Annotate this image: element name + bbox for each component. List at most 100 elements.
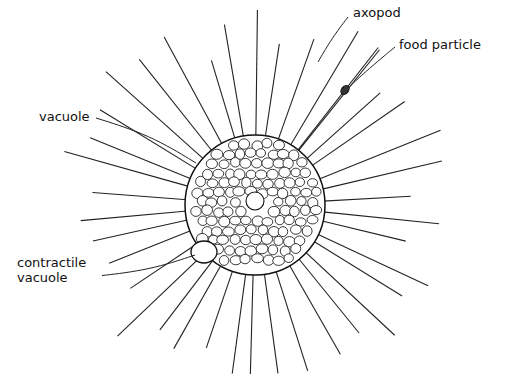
- vacuole-cell: [284, 215, 294, 225]
- axopod-line: [297, 47, 378, 151]
- axopod-line: [224, 25, 243, 138]
- axopod-line: [311, 102, 405, 167]
- vacuole-cell: [268, 245, 278, 255]
- axopod-line: [265, 44, 279, 138]
- axopod-line: [81, 211, 188, 221]
- vacuole-cell: [262, 158, 274, 169]
- vacuole-cell: [284, 254, 293, 263]
- vacuole-cell: [211, 149, 223, 159]
- vacuole-cell: [238, 139, 249, 149]
- food-particle-label: food particle: [398, 38, 482, 53]
- vacuole-cell: [229, 177, 240, 187]
- vacuole-cell: [240, 158, 251, 168]
- axopod-line: [174, 264, 222, 348]
- vacuole-cell: [206, 216, 217, 226]
- axopod-line: [264, 272, 278, 373]
- vacuole-cell: [297, 158, 307, 167]
- vacuole-cell: [273, 256, 285, 265]
- vacuole-cell: [258, 225, 268, 235]
- central-vacuole: [246, 192, 264, 210]
- vacuole-cell: [267, 169, 278, 179]
- vacuole-cell: [241, 235, 251, 244]
- vacuole-cell: [225, 246, 235, 255]
- vacuole-cell: [310, 206, 321, 215]
- vacuole-cell: [262, 138, 272, 148]
- vacuole-cell: [236, 206, 246, 216]
- vacuole-cell: [207, 179, 218, 188]
- vacuole-cell: [301, 205, 311, 215]
- axopod-label: axopod: [352, 6, 402, 21]
- axopod-line: [130, 243, 198, 289]
- vacuole-cell: [223, 207, 233, 217]
- vacuole-cell: [291, 244, 301, 254]
- leader-lines: [96, 17, 395, 276]
- leader-line: [96, 118, 196, 163]
- vacuole-cell: [252, 159, 262, 168]
- vacuole-cell: [291, 168, 301, 177]
- vacuole-cell: [278, 227, 287, 237]
- vacuole-cell: [213, 187, 224, 197]
- vacuole-cell: [246, 225, 256, 234]
- vacuole-cell: [202, 205, 213, 216]
- vacuole-cell: [300, 168, 311, 178]
- vacuole-cell: [206, 159, 217, 169]
- vacuole-cell: [273, 140, 284, 150]
- vacuole-cell: [274, 236, 283, 245]
- vacuole-cell: [284, 178, 295, 188]
- vacuole-cell: [255, 170, 266, 179]
- vacuole-cell: [280, 205, 291, 215]
- vacuole-cell: [256, 149, 266, 158]
- axopod-line: [250, 273, 253, 374]
- vacuole-cell: [231, 158, 241, 168]
- axopod-line: [164, 37, 223, 145]
- vacuole-cell: [235, 225, 246, 235]
- cell-outline: [185, 135, 325, 275]
- vacuole-cell: [196, 176, 206, 186]
- axopod-line: [206, 269, 233, 348]
- axopod-line: [290, 31, 358, 146]
- vacuole-cell: [241, 216, 251, 224]
- leader-line: [350, 47, 395, 86]
- axopod-line: [305, 251, 395, 335]
- vacuole-cell: [261, 234, 272, 244]
- vacuole-cell: [250, 234, 262, 244]
- leader-line: [98, 255, 195, 276]
- axopod-line: [211, 60, 235, 139]
- vacuole-cell: [256, 244, 268, 254]
- axopod-line: [92, 192, 187, 199]
- axopod-line: [276, 270, 308, 371]
- vacuole-cell: [219, 255, 229, 265]
- axopod-line: [90, 138, 192, 180]
- vacuole-cell: [285, 195, 296, 206]
- vacuole-cell: [295, 178, 304, 187]
- vacuole-cell: [230, 234, 240, 244]
- vacuole-cell: [245, 148, 256, 157]
- axopod-line: [93, 220, 189, 241]
- vacuole-cell: [230, 216, 241, 225]
- vacuole-cell: [219, 160, 229, 169]
- vacuole-cell: [252, 254, 264, 263]
- vacuole-cell: [297, 197, 306, 206]
- cell-body: [185, 135, 325, 275]
- vacuole-cell: [191, 206, 202, 216]
- axopod-line: [64, 152, 189, 187]
- vacuole-cell: [307, 215, 318, 223]
- contractile-vacuole-label: contractile vacuole: [16, 256, 102, 286]
- axopod-line: [323, 212, 439, 224]
- vacuole-cell: [302, 226, 312, 236]
- vacuole-cell: [231, 198, 241, 208]
- vacuole-cell: [274, 198, 283, 207]
- vacuole-cell: [219, 216, 230, 227]
- axopod-line: [313, 241, 402, 296]
- vacuole-cell: [301, 188, 312, 197]
- vacuole-cell: [267, 187, 278, 196]
- vacuole-cell: [291, 187, 301, 196]
- vacuole-cell: [217, 196, 227, 206]
- axopod-line: [278, 39, 314, 141]
- vacuole-cell: [290, 225, 301, 234]
- contractile-vacuole: [191, 241, 217, 263]
- leader-line: [318, 17, 348, 62]
- food-particle: [339, 84, 351, 96]
